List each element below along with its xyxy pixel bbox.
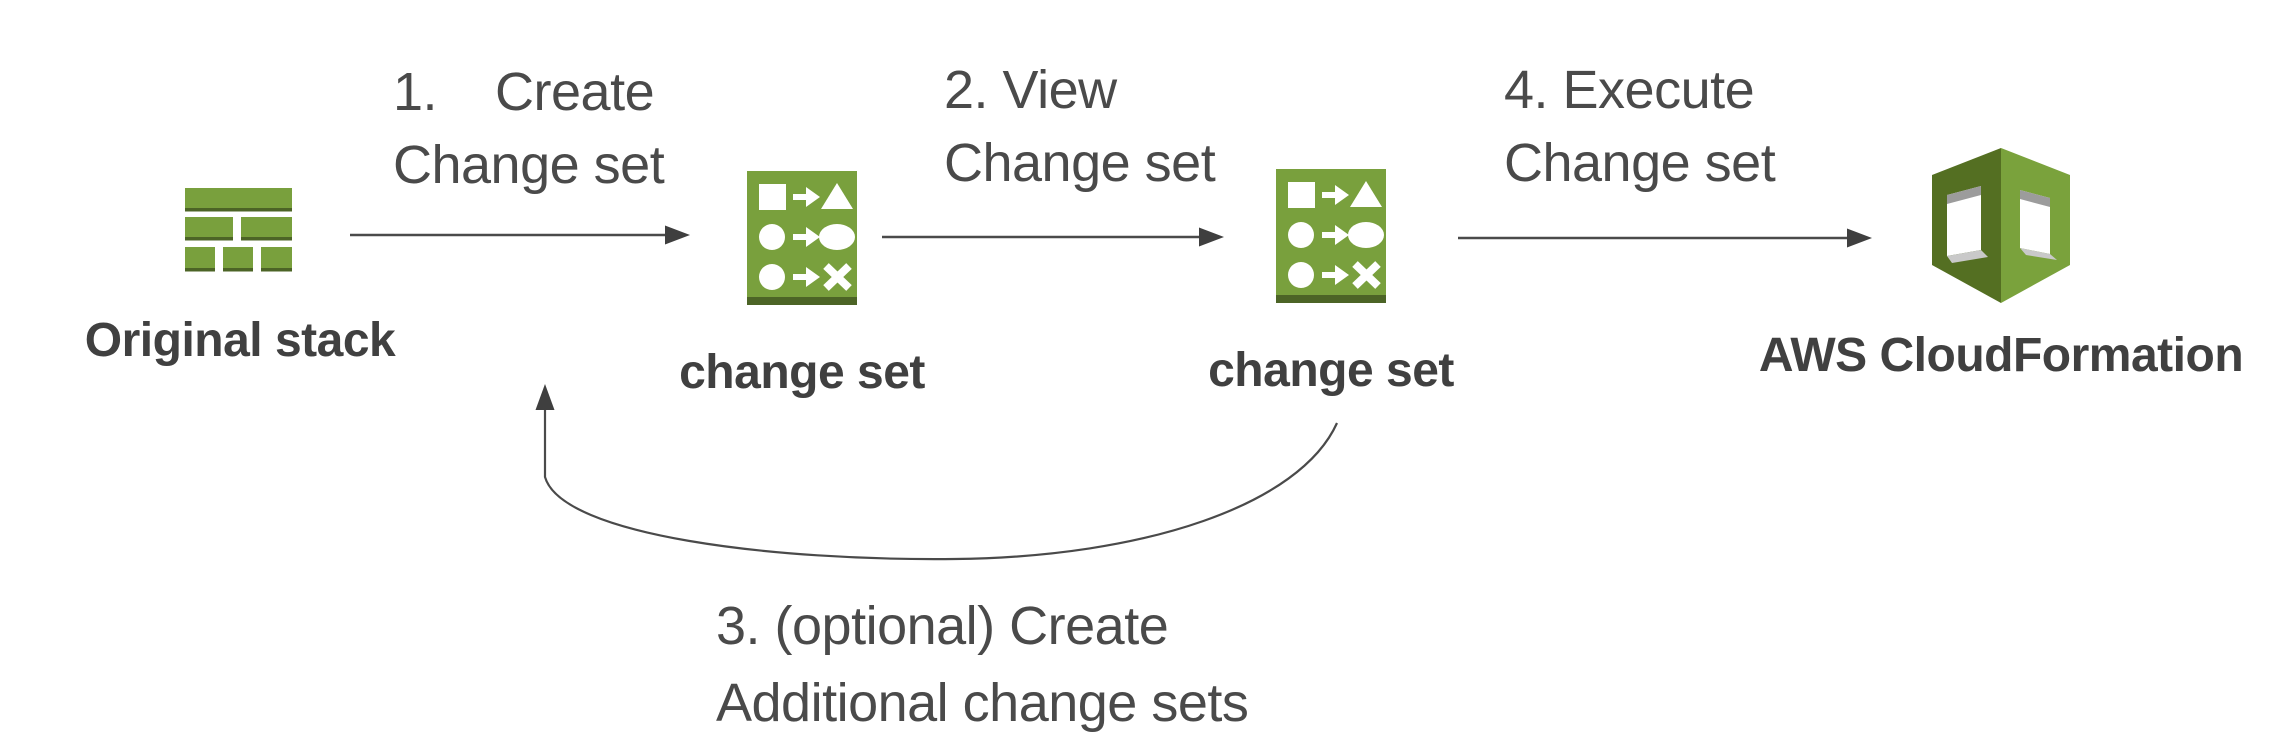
stack-icon: [185, 188, 292, 273]
arrowhead-right-icon: [665, 225, 690, 245]
step-1-create-change-set-label: 1. Create Change set: [393, 62, 665, 195]
step-3-optional-create-additional-label: 3. (optional) Create Additional change s…: [716, 596, 1249, 733]
curved-loop-arrow-icon: [535, 384, 1339, 561]
cloudformation-label: AWS CloudFormation: [1758, 329, 2244, 382]
arrow-create-change-set: [350, 225, 690, 245]
step-2-view-change-set-label: 2. View Change set: [944, 60, 1216, 193]
original-stack-label: Original stack: [84, 314, 396, 367]
arrowhead-up-icon: [535, 384, 555, 410]
cloudformation-icon: [1932, 148, 2070, 306]
arrowhead-right-icon: [1847, 228, 1872, 248]
step-4-execute-change-set-label: 4. Execute Change set: [1504, 60, 1776, 193]
arrow-view-change-set: [882, 227, 1224, 247]
change-set-1-label: change set: [679, 346, 925, 399]
change-set-2-label: change set: [1208, 344, 1454, 397]
change-set-icon: [747, 171, 857, 305]
arrow-execute-change-set: [1458, 228, 1872, 248]
arrowhead-right-icon: [1199, 227, 1224, 247]
change-set-icon: [1276, 169, 1386, 303]
